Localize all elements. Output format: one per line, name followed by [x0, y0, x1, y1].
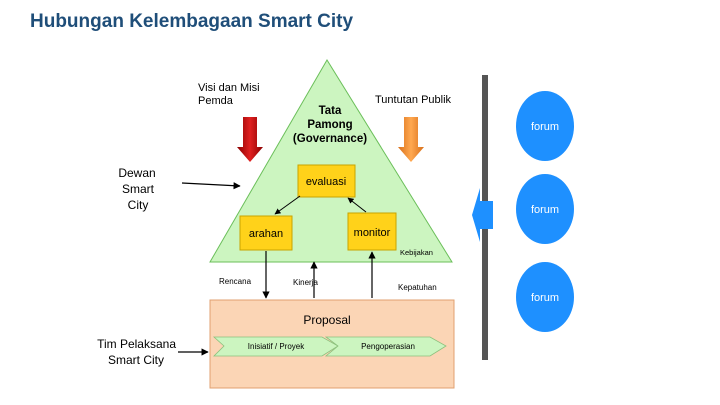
kebijakan-label: Kebijakan: [400, 248, 433, 257]
evaluasi-label: evaluasi: [306, 176, 346, 188]
monitor-box: [347, 212, 397, 251]
step-inisiatif: [212, 336, 339, 357]
tuntutan-label: Tuntutan Publik: [375, 94, 452, 106]
dewan-label-line2: Smart: [122, 182, 155, 196]
arrow-evaluasi-arahan: [274, 195, 301, 215]
dewan-label-line3: City: [128, 198, 149, 212]
tim-label-line1: Tim Pelaksana: [97, 337, 176, 351]
forum-circle-1: [516, 91, 574, 161]
arahan-box: [239, 215, 293, 251]
forum-label-2: forum: [531, 204, 559, 216]
forum-label-3: forum: [531, 292, 559, 304]
arrow-monitor-evaluasi: [347, 197, 367, 213]
forum-circle-2: [516, 174, 574, 244]
kinerja-label: Kinerja: [293, 278, 318, 287]
visi-label-line2: Pemda: [198, 95, 234, 107]
proposal-title: Proposal: [303, 313, 350, 327]
tim-label-line2: Smart City: [108, 353, 164, 367]
step-pengoperasian-label: Pengoperasian: [361, 342, 415, 351]
tuntutan-arrow: [398, 117, 424, 162]
dewan-label-line1: Dewan: [118, 166, 155, 180]
page-title: Hubungan Kelembagaan Smart City: [30, 11, 354, 32]
triangle-label-line1: Tata: [319, 105, 342, 117]
step-pengoperasian: [324, 336, 447, 357]
triangle-label-line3: (Governance): [293, 133, 367, 145]
evaluasi-box: [297, 164, 356, 198]
governance-triangle: [209, 59, 453, 263]
rencana-label: Rencana: [219, 277, 252, 286]
forum-circle-3: [516, 262, 574, 332]
kepatuhan-label: Kepatuhan: [398, 283, 437, 292]
step-inisiatif-label: Inisiatif / Proyek: [248, 342, 305, 351]
forum-label-1: forum: [531, 121, 559, 133]
visi-arrow: [237, 117, 263, 162]
monitor-label: monitor: [354, 227, 391, 239]
forum-connector-arrow: [472, 188, 493, 242]
visi-label-line1: Visi dan Misi: [198, 82, 260, 94]
triangle-label-line2: Pamong: [307, 119, 352, 131]
arrow-dewan: [181, 182, 241, 190]
arahan-label: arahan: [249, 228, 283, 240]
